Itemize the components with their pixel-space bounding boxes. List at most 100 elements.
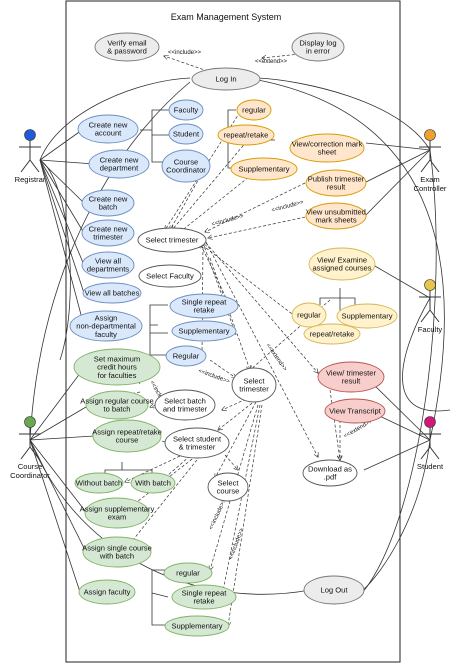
- use-case-ellipse: [302, 459, 358, 487]
- label-include: <<include>>: [271, 199, 305, 213]
- use-case-label: View Transcript: [329, 407, 382, 416]
- use-case-ellipse: [291, 302, 327, 328]
- use-case-label: Supplementary: [171, 622, 222, 631]
- label-include: <<include>>: [197, 368, 231, 385]
- use-case-ellipse: [171, 320, 237, 342]
- actor-body: [19, 140, 41, 173]
- use-case-ellipse: [291, 32, 345, 62]
- actor-label: Student: [417, 462, 444, 471]
- use-case-label: View all batches: [85, 289, 140, 298]
- use-case-ellipse: [169, 293, 239, 319]
- use-case-supplementary-oc: Supplementary: [230, 157, 298, 181]
- use-case-ellipse: [73, 348, 161, 386]
- use-case-ellipse: [163, 562, 213, 584]
- actor-body: [419, 427, 441, 460]
- actor-head: [424, 416, 436, 428]
- use-case-with-batch: With batch: [130, 472, 176, 494]
- use-case-ellipse: [303, 323, 361, 345]
- use-case-regular-fac: regular: [291, 302, 327, 328]
- actor-head: [24, 416, 36, 428]
- use-case-ellipse: [305, 169, 367, 197]
- use-case-label: Supplementary: [341, 312, 392, 321]
- use-case-ellipse: [336, 303, 398, 329]
- use-case-ellipse: [92, 419, 162, 453]
- label-extend: <<extend>>: [255, 59, 288, 65]
- use-case-supplementary-fac: Supplementary: [336, 303, 398, 329]
- actor-label: Faculty: [418, 325, 443, 334]
- use-case-ellipse: [164, 615, 230, 637]
- use-case-ellipse: [69, 310, 143, 342]
- use-case-logout: Log Out: [303, 575, 365, 605]
- use-case-without-batch: Without batch: [74, 472, 124, 494]
- use-case-label: Supplementary: [238, 165, 289, 174]
- use-case-ellipse: [191, 67, 261, 91]
- use-case-ellipse: [74, 472, 124, 494]
- use-case-ellipse: [78, 579, 136, 605]
- use-case-ellipse: [81, 189, 135, 217]
- use-case-supplementary-1: Supplementary: [171, 320, 237, 342]
- use-case-ellipse: [168, 99, 204, 121]
- use-case-label: Select trimester: [146, 236, 199, 245]
- use-case-ellipse: [82, 282, 142, 304]
- actor-body: [419, 140, 441, 173]
- use-case-view-batches: View all batches: [82, 282, 142, 304]
- use-case-ellipse: [138, 264, 202, 288]
- use-case-supplementary-cc: Supplementary: [164, 615, 230, 637]
- use-case-regular-1: Regular: [165, 345, 207, 367]
- actor-registrar: Registrar: [15, 129, 46, 184]
- use-case-regular-oc: regular: [236, 99, 272, 121]
- use-case-select-trimester: Select trimester: [137, 227, 207, 253]
- actor-student: Student: [417, 416, 444, 471]
- use-case-label: Regular: [173, 352, 200, 361]
- use-case-assign-faculty: Assign faculty: [78, 579, 136, 605]
- use-case-ellipse: [168, 123, 204, 145]
- use-case-ellipse: [161, 149, 211, 183]
- actor-head: [424, 129, 436, 141]
- use-case-ellipse: [137, 227, 207, 253]
- use-case-regular-cc: regular: [163, 562, 213, 584]
- use-case-student-opt: Student: [168, 123, 204, 145]
- actor-faculty: Faculty: [418, 279, 443, 334]
- use-case-label: Download as.pdf: [308, 465, 352, 482]
- label-include: <<include>>: [208, 498, 228, 531]
- use-case-label: Faculty: [174, 106, 199, 115]
- actor-label: Registrar: [15, 175, 46, 184]
- system-title: Exam Management System: [171, 12, 282, 22]
- associations: [29, 77, 451, 595]
- use-case-ellipse: [81, 219, 135, 247]
- use-case-ellipse: [324, 398, 386, 424]
- use-case-ellipse: [82, 536, 152, 568]
- use-case-ellipse: [165, 345, 207, 367]
- use-case-ellipse: [77, 114, 139, 144]
- use-case-label: With batch: [135, 479, 171, 488]
